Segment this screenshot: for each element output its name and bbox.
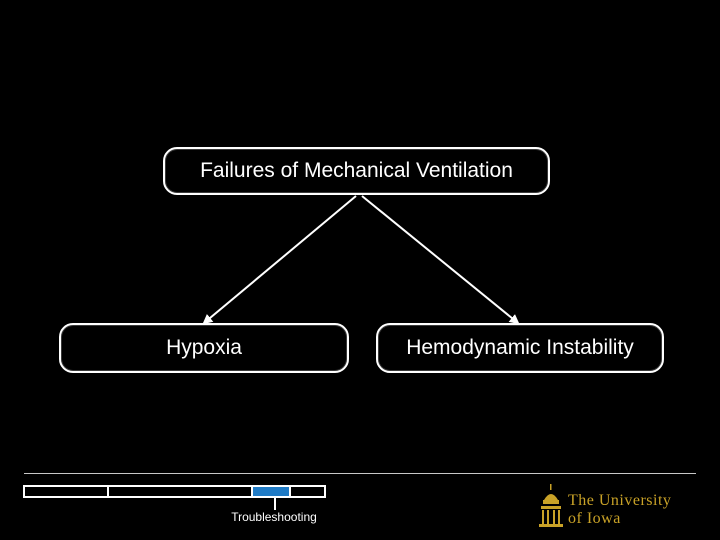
old-capitol-dome-icon bbox=[539, 484, 563, 527]
arrow-to-hemodynamic-instability bbox=[361, 195, 520, 325]
footer-divider bbox=[24, 473, 696, 474]
section-progress-bar bbox=[23, 485, 326, 498]
hemodynamic-instability-node: Hemodynamic Instability bbox=[376, 323, 664, 373]
hypoxia-node: Hypoxia bbox=[59, 323, 349, 373]
progress-segment-2 bbox=[109, 487, 253, 496]
hemodynamic-instability-node-label: Hemodynamic Instability bbox=[406, 336, 634, 359]
progress-segment-current bbox=[253, 487, 291, 496]
logo-line-2: of Iowa bbox=[568, 510, 621, 527]
university-logo: The University of Iowa bbox=[538, 484, 708, 530]
progress-pointer bbox=[274, 497, 276, 510]
root-node: Failures of Mechanical Ventilation bbox=[163, 147, 550, 195]
logo-line-1: The University bbox=[568, 492, 672, 509]
progress-segment-1 bbox=[25, 487, 109, 496]
progress-section-label: Troubleshooting bbox=[231, 510, 317, 524]
hypoxia-node-label: Hypoxia bbox=[166, 336, 242, 359]
root-node-label: Failures of Mechanical Ventilation bbox=[200, 159, 513, 182]
arrow-to-hypoxia bbox=[202, 195, 357, 325]
progress-segment-4 bbox=[291, 487, 324, 496]
